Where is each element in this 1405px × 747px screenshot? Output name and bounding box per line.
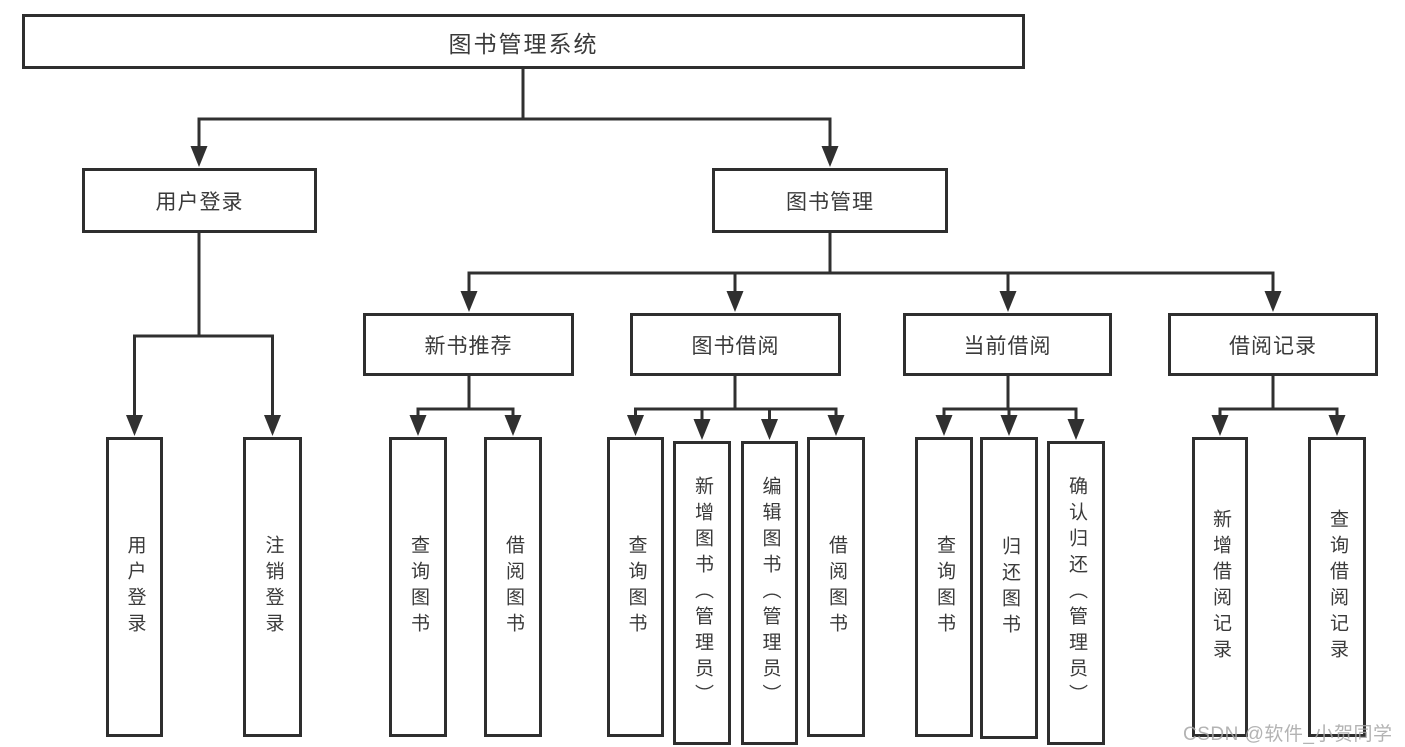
node-root: 图书管理系统 — [22, 14, 1025, 69]
node-cb-confirm-return-label: 确认归还（管理员） — [1065, 476, 1087, 710]
node-current-borrow: 当前借阅 — [903, 313, 1112, 376]
node-cb-confirm-return: 确认归还（管理员） — [1047, 441, 1105, 745]
node-nbr-query-book-label: 查询图书 — [407, 535, 429, 639]
node-nbr-borrow-book-label: 借阅图书 — [502, 535, 524, 639]
node-login: 用户登录 — [106, 437, 163, 737]
node-cb-return-book-label: 归还图书 — [998, 536, 1020, 640]
node-bb-query-book-label: 查询图书 — [625, 535, 647, 639]
node-br-query-record: 查询借阅记录 — [1308, 437, 1366, 737]
node-logout: 注销登录 — [243, 437, 302, 737]
node-cb-query-book: 查询图书 — [915, 437, 973, 737]
node-new-book-recommend: 新书推荐 — [363, 313, 574, 376]
node-borrow-record: 借阅记录 — [1168, 313, 1378, 376]
node-br-add-record-label: 新增借阅记录 — [1209, 509, 1231, 665]
node-bb-edit-book-label: 编辑图书（管理员） — [759, 476, 781, 710]
node-cb-return-book: 归还图书 — [980, 437, 1038, 739]
node-bb-add-book-label: 新增图书（管理员） — [691, 476, 713, 710]
node-logout-label: 注销登录 — [262, 535, 284, 639]
csdn-watermark: CSDN @软件_小贺同学 — [1183, 724, 1393, 745]
node-br-add-record: 新增借阅记录 — [1192, 437, 1248, 737]
node-bb-edit-book: 编辑图书（管理员） — [741, 441, 798, 745]
node-book-management: 图书管理 — [712, 168, 948, 233]
node-login-label: 用户登录 — [124, 535, 146, 639]
node-nbr-borrow-book: 借阅图书 — [484, 437, 542, 737]
node-br-query-record-label: 查询借阅记录 — [1326, 509, 1348, 665]
node-bb-borrow-book-label: 借阅图书 — [825, 535, 847, 639]
node-bb-add-book: 新增图书（管理员） — [673, 441, 731, 745]
node-bb-borrow-book: 借阅图书 — [807, 437, 865, 737]
node-nbr-query-book: 查询图书 — [389, 437, 447, 737]
node-user-login: 用户登录 — [82, 168, 317, 233]
node-cb-query-book-label: 查询图书 — [933, 535, 955, 639]
node-bb-query-book: 查询图书 — [607, 437, 664, 737]
node-book-borrow: 图书借阅 — [630, 313, 841, 376]
